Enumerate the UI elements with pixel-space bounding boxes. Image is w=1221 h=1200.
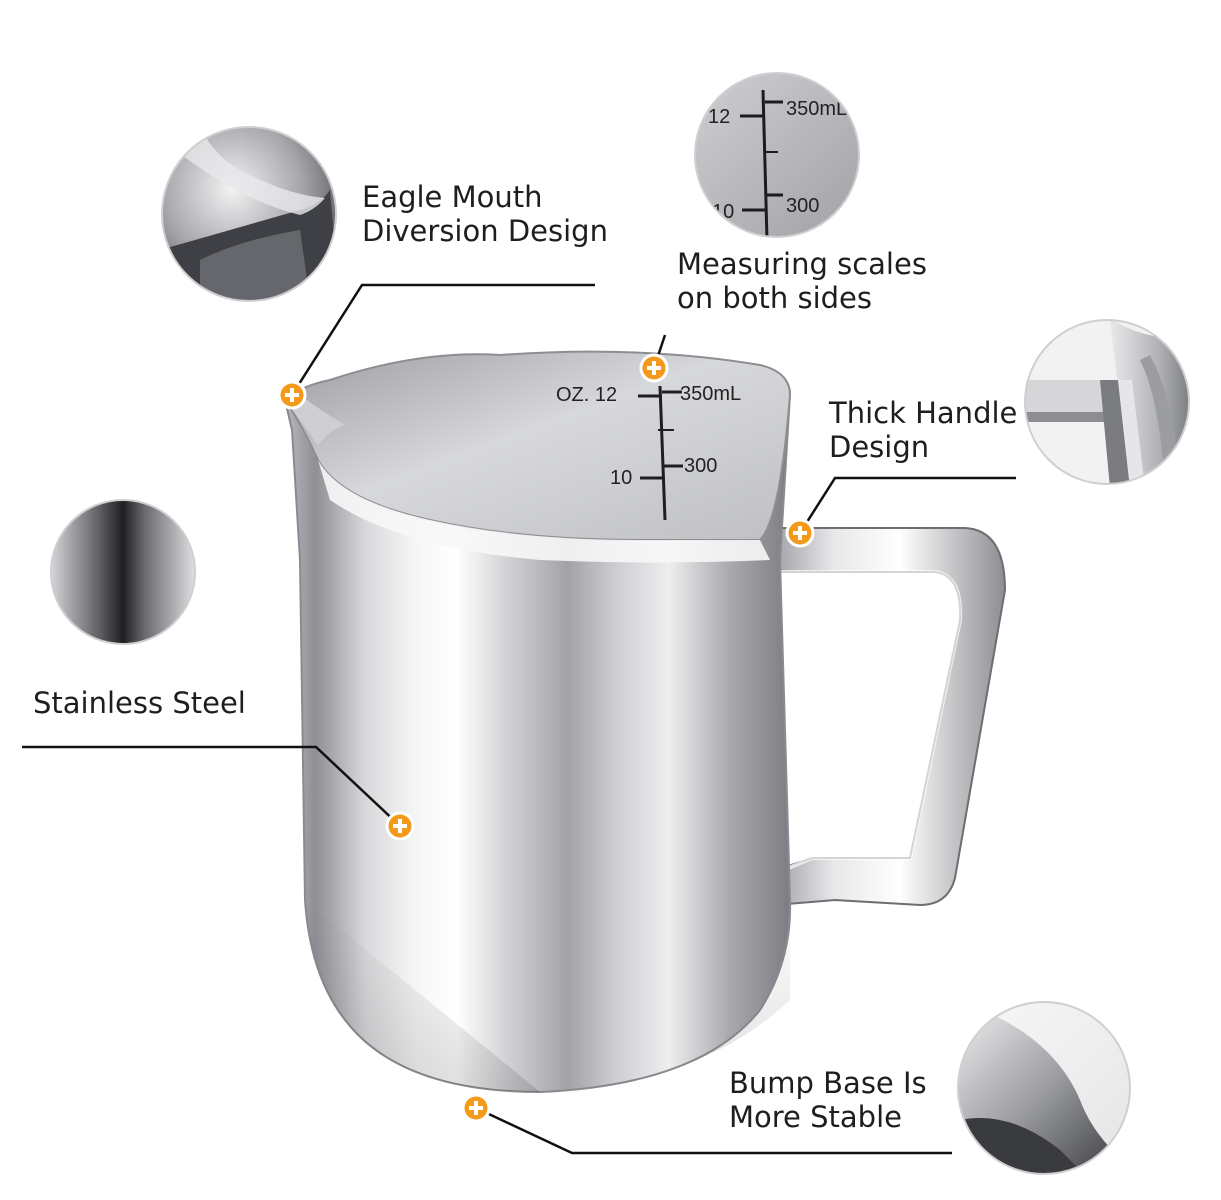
label-measuring-line1: Measuring scales: [677, 247, 927, 281]
label-thick-handle: Thick Handle Design: [829, 396, 1017, 464]
plus-marker-icon[interactable]: [785, 518, 815, 548]
leader-eagle-mouth: [290, 283, 595, 396]
leader-lines: [22, 283, 1016, 1155]
zoom-bump-base: [957, 1001, 1131, 1175]
leader-steel: [22, 745, 401, 827]
zoom-ml-mid-label: 300: [786, 195, 819, 217]
zoom-ml-top-label: 350mL: [786, 98, 847, 120]
zoom-oz-mid-label: 10: [712, 201, 734, 223]
zoom-stainless-steel: [50, 499, 196, 645]
label-base-line1: Bump Base Is: [729, 1066, 927, 1100]
label-measuring-line2: on both sides: [677, 281, 872, 315]
zoom-eagle-mouth: [161, 126, 337, 302]
jug-ml-top-label: 350mL: [680, 383, 741, 405]
plus-marker-icon[interactable]: [461, 1093, 491, 1123]
pitcher-measuring-scale: OZ. 12 10 350mL 300: [556, 383, 741, 521]
plus-marker-icon[interactable]: [385, 811, 415, 841]
label-handle-line2: Design: [829, 430, 930, 464]
jug-ml-mid-label: 300: [684, 455, 717, 477]
label-measuring-scales: Measuring scales on both sides: [677, 247, 927, 315]
label-steel-line1: Stainless Steel: [33, 686, 246, 720]
label-stainless-steel: Stainless Steel: [33, 686, 246, 720]
plus-marker-icon[interactable]: [277, 380, 307, 410]
jug-oz-mid-label: 10: [610, 467, 632, 489]
plus-marker-icon[interactable]: [639, 353, 669, 383]
jug-oz-top-label: OZ. 12: [556, 384, 617, 406]
label-eagle-mouth-line2: Diversion Design: [362, 214, 608, 248]
leader-base: [475, 1106, 952, 1155]
zoom-measuring-scale: 12 10 350mL 300: [694, 72, 860, 238]
label-handle-line1: Thick Handle: [829, 396, 1018, 430]
label-eagle-mouth: Eagle Mouth Diversion Design: [362, 180, 608, 248]
milk-pitcher: OZ. 12 10 350mL 300: [283, 350, 1007, 1094]
label-base-line2: More Stable: [729, 1100, 902, 1134]
zoom-oz-top-label: 12: [708, 106, 730, 128]
leader-handle: [798, 476, 1016, 534]
label-eagle-mouth-line1: Eagle Mouth: [362, 180, 543, 214]
label-bump-base: Bump Base Is More Stable: [729, 1066, 927, 1134]
zoom-thick-handle: [1024, 319, 1190, 485]
